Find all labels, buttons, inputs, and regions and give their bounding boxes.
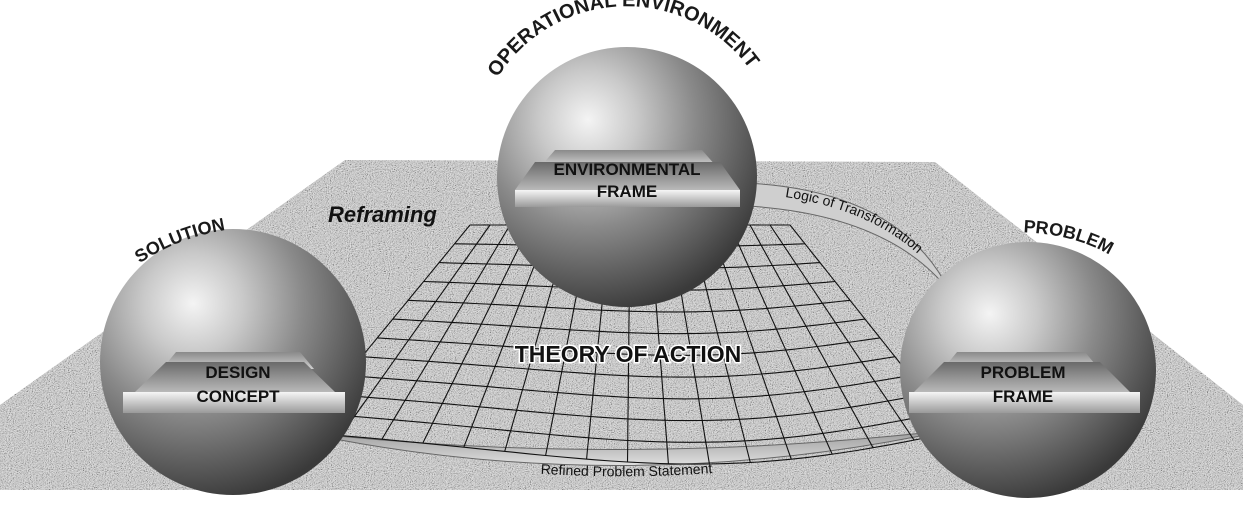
grid-column-line bbox=[340, 224, 491, 436]
refined-problem-statement-label: Refined Problem Statement bbox=[540, 460, 713, 479]
environmental-frame-top bbox=[515, 162, 740, 190]
problem-frame-front bbox=[909, 392, 1140, 413]
grid-column-line bbox=[729, 224, 833, 455]
problem-frame-line2: FRAME bbox=[993, 387, 1053, 406]
design-concept-frame-top bbox=[135, 362, 335, 392]
design-concept-frame-front bbox=[123, 392, 345, 413]
problem-frame-top bbox=[914, 362, 1130, 392]
problem-frame-line1: PROBLEM bbox=[981, 363, 1066, 382]
sphere-operational-environment bbox=[497, 47, 757, 307]
reframing-label: Reframing bbox=[328, 202, 437, 227]
design-concept-line1: DESIGN bbox=[205, 363, 270, 382]
grid-column-line bbox=[769, 224, 915, 441]
grid-column-line bbox=[422, 224, 531, 444]
grid-column-line bbox=[381, 224, 511, 440]
environmental-frame-line1: ENVIRONMENTAL bbox=[553, 160, 700, 179]
grid-column-line bbox=[749, 224, 874, 448]
sphere-solution bbox=[100, 229, 366, 495]
sphere-problem bbox=[900, 242, 1156, 498]
design-concept-line2: CONCEPT bbox=[196, 387, 280, 406]
theory-grid bbox=[299, 224, 956, 465]
environmental-frame-front bbox=[515, 190, 740, 207]
theory-of-action-label: THEORY OF ACTION bbox=[515, 341, 742, 367]
environmental-frame-line2: FRAME bbox=[597, 182, 657, 201]
